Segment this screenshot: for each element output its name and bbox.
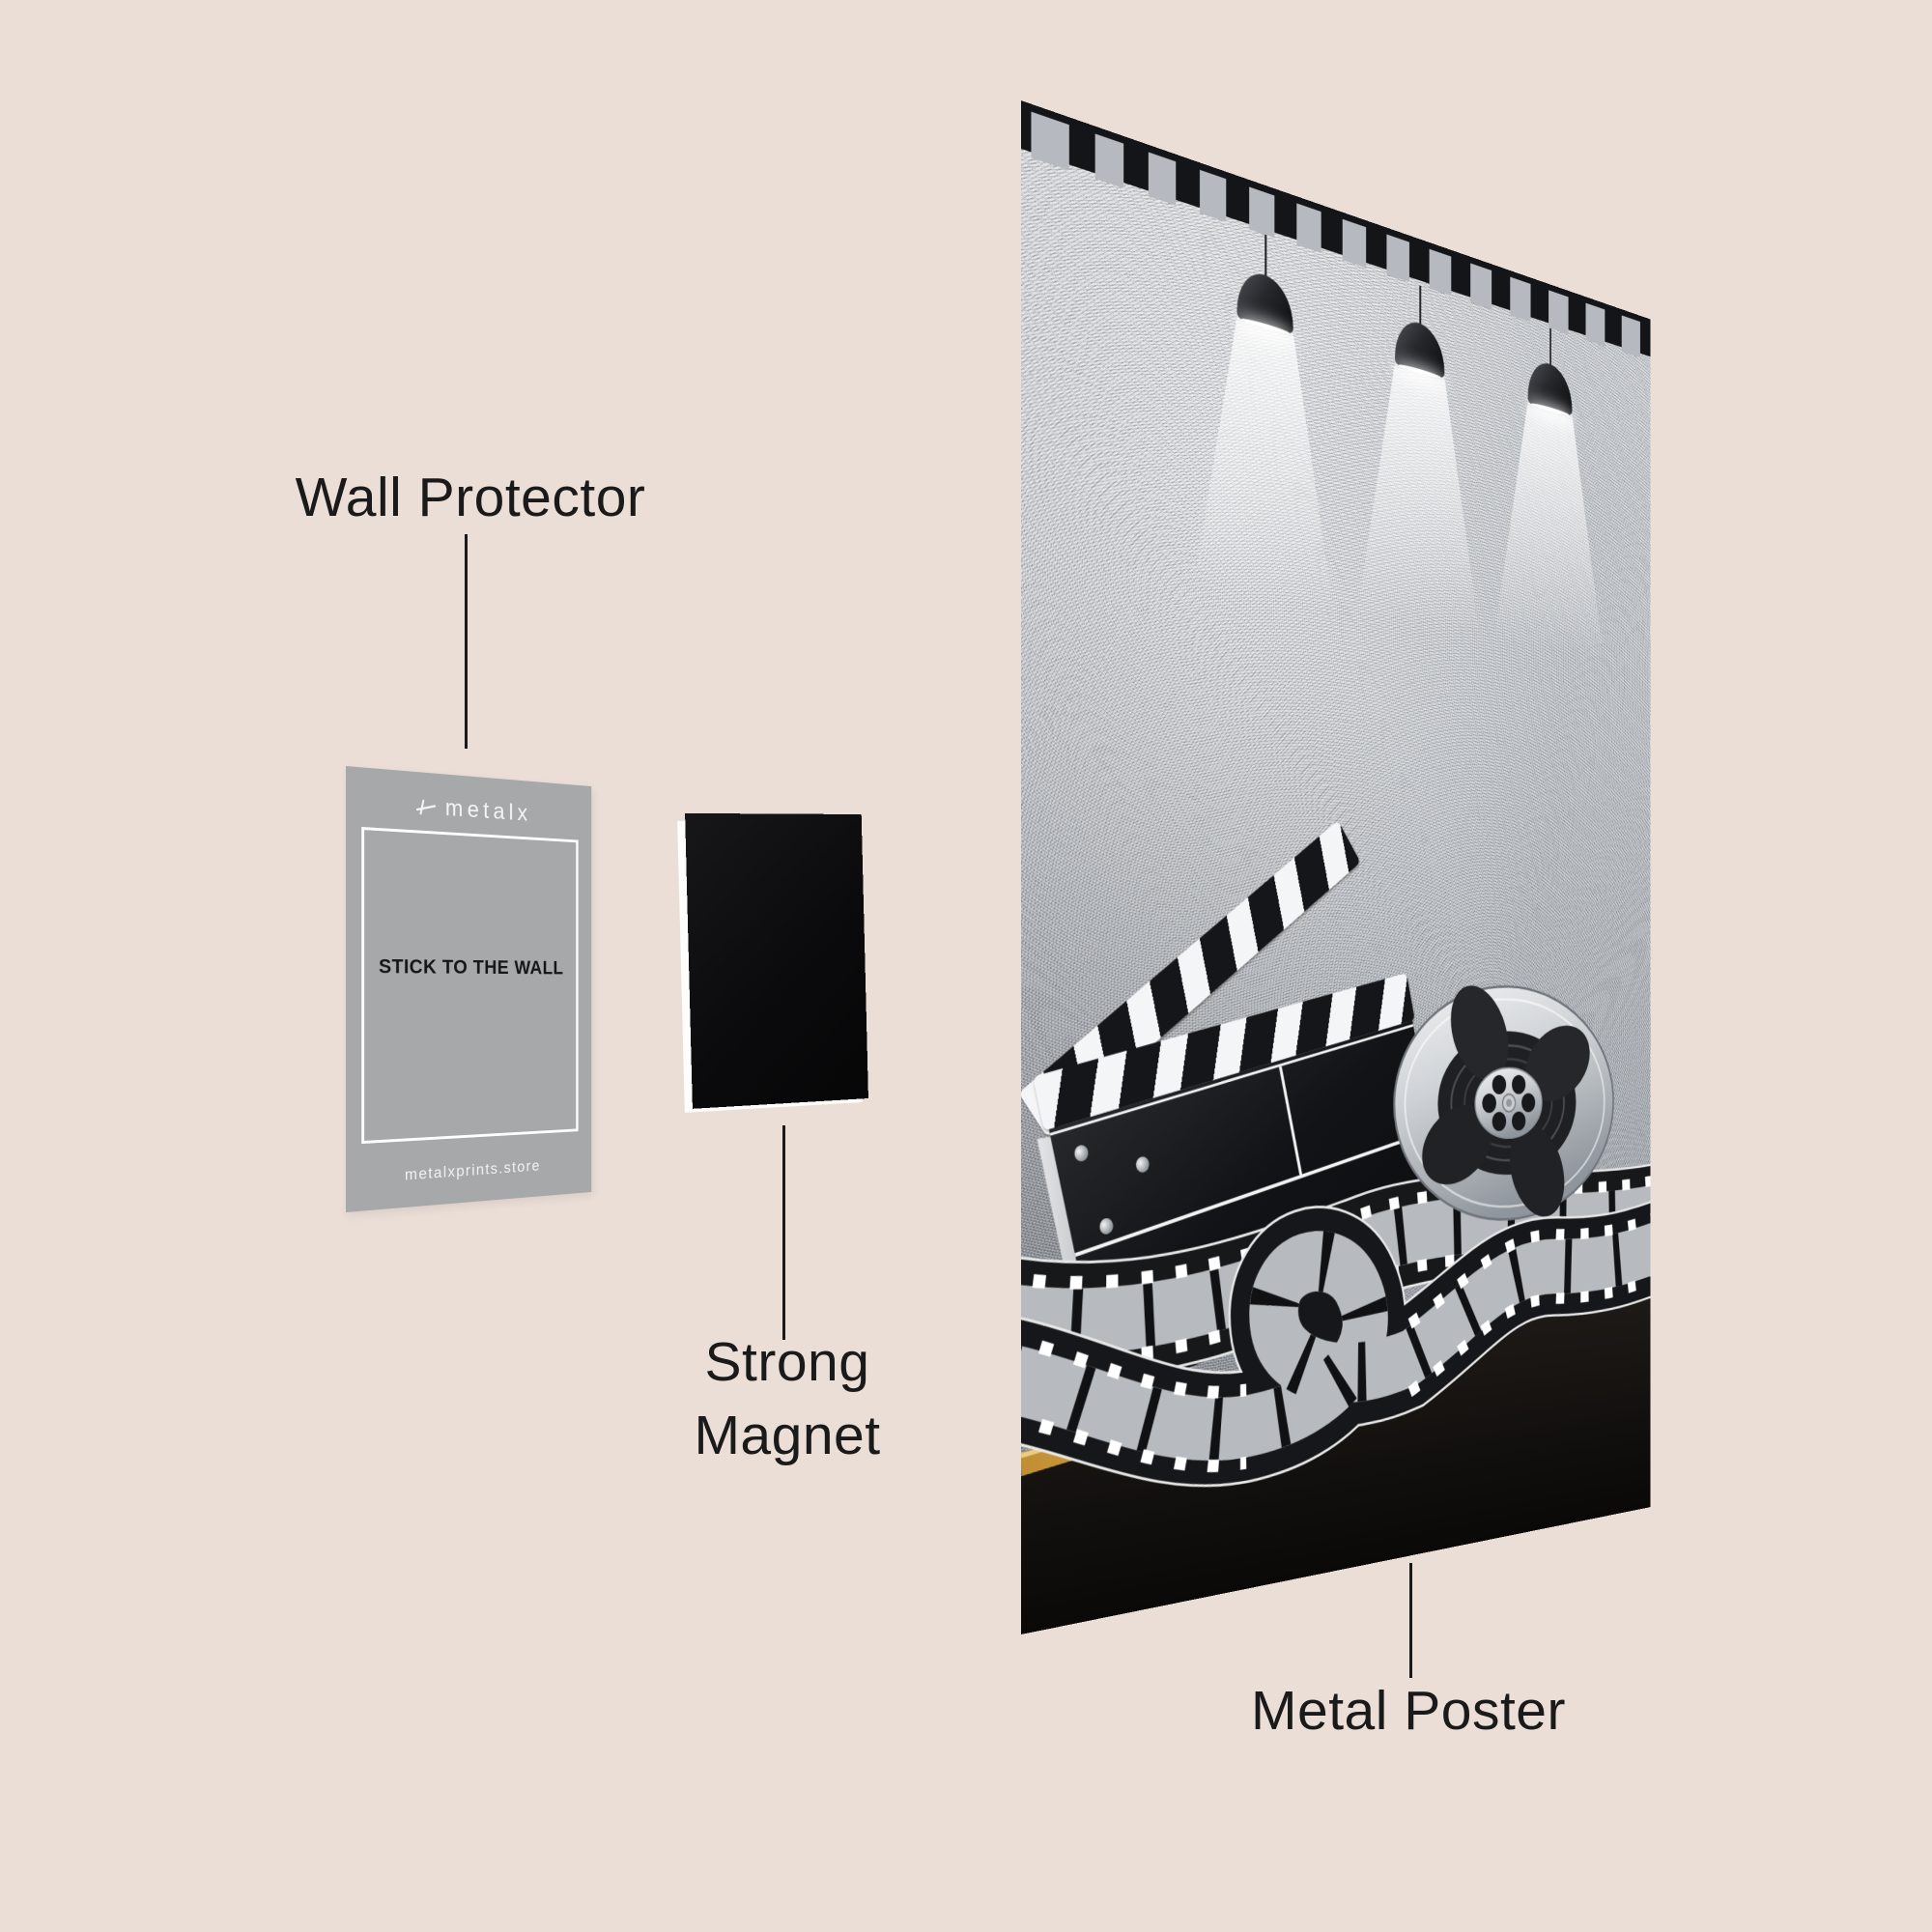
card-inner-border: STICK TO THE WALL xyxy=(361,826,579,1145)
metal-poster-label: Metal Poster xyxy=(1251,1680,1566,1742)
metal-poster xyxy=(1021,100,1651,1634)
strong-magnet-label: Strong Magnet xyxy=(694,1325,880,1472)
strong-magnet xyxy=(685,812,868,1109)
strong-magnet-pointer-line xyxy=(782,1125,785,1340)
wall-protector-label: Wall Protector xyxy=(295,467,646,528)
metalx-brand: metalx xyxy=(346,787,591,831)
metalx-logo-icon xyxy=(414,798,438,816)
strong-magnet-label-line2: Magnet xyxy=(694,1405,881,1466)
wall-protector-card: metalx STICK TO THE WALL metalxprints.st… xyxy=(346,766,592,1212)
poster-bottom-art xyxy=(1021,100,1651,1634)
strong-magnet-label-line1: Strong xyxy=(704,1331,870,1393)
metal-poster-pointer-line xyxy=(1409,1563,1412,1678)
gold-curve-and-black-bottom xyxy=(1021,1257,1651,1634)
metalx-brand-text: metalx xyxy=(444,794,532,827)
card-footer-url: metalxprints.store xyxy=(405,1156,541,1184)
stick-to-wall-text: STICK TO THE WALL xyxy=(379,954,564,979)
wall-protector-pointer-line xyxy=(465,534,468,749)
